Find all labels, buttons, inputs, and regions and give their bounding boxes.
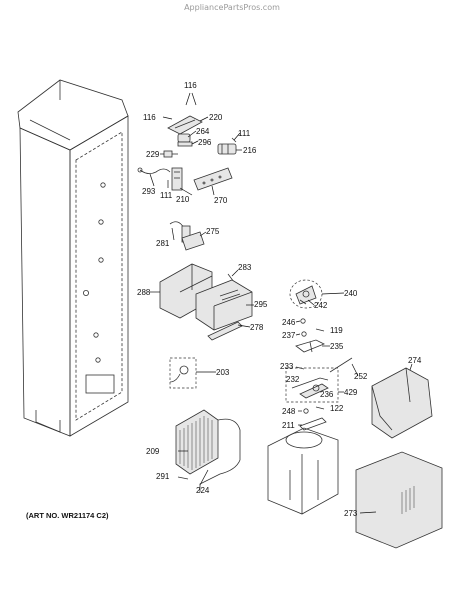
- callout-224[interactable]: 224: [196, 486, 210, 495]
- back-panel-273[interactable]: [355, 451, 443, 549]
- site-watermark: AppliancePartsPros.com: [184, 3, 280, 12]
- callout-232[interactable]: 232: [286, 375, 300, 384]
- fastener-237[interactable]: [301, 331, 307, 337]
- callout-273[interactable]: 273: [344, 509, 358, 518]
- callout-236[interactable]: 236: [320, 390, 334, 399]
- callout-242[interactable]: 242: [314, 301, 328, 310]
- callout-252[interactable]: 252: [354, 372, 368, 381]
- callout-296[interactable]: 296: [198, 138, 212, 147]
- screw-122[interactable]: [315, 406, 325, 410]
- callout-111-mid[interactable]: 111: [160, 191, 173, 200]
- callout-274[interactable]: 274: [408, 356, 422, 365]
- callout-270[interactable]: 270: [214, 196, 228, 205]
- callout-291[interactable]: 291: [156, 472, 170, 481]
- screw-233[interactable]: [295, 366, 305, 370]
- motor-assembly-240[interactable]: [289, 279, 323, 309]
- callout-275[interactable]: 275: [206, 227, 220, 236]
- art-number: (ART NO. WR21174 C2): [26, 511, 109, 520]
- callout-278[interactable]: 278: [250, 323, 264, 332]
- fastener-246[interactable]: [300, 318, 306, 324]
- callout-233[interactable]: 233: [280, 362, 294, 371]
- fan-blade-296[interactable]: [177, 141, 193, 147]
- heater-assembly-429[interactable]: [285, 367, 339, 403]
- callout-264[interactable]: 264: [196, 127, 210, 136]
- evaporator-cover-274[interactable]: [371, 367, 433, 439]
- fill-cup-275[interactable]: [181, 231, 205, 251]
- control-cover-270[interactable]: [193, 167, 233, 191]
- ice-chute-housing[interactable]: [267, 427, 339, 515]
- freezer-liner-cabinet: [17, 79, 129, 437]
- drain-tube-224[interactable]: [199, 418, 241, 492]
- thermistor-229[interactable]: [163, 150, 178, 158]
- callout-116-left[interactable]: 116: [143, 113, 156, 122]
- callout-240[interactable]: 240: [344, 289, 358, 298]
- bracket-235[interactable]: [295, 339, 325, 353]
- callout-237[interactable]: 237: [282, 331, 296, 340]
- callout-246[interactable]: 246: [282, 318, 296, 327]
- callout-248[interactable]: 248: [282, 407, 296, 416]
- callout-220[interactable]: 220: [209, 113, 223, 122]
- fastener-248[interactable]: [303, 408, 309, 414]
- fan-motor-264[interactable]: [177, 133, 191, 143]
- callout-283[interactable]: 283: [238, 263, 252, 272]
- sensor-203[interactable]: [169, 357, 197, 389]
- screw-119[interactable]: [315, 328, 325, 332]
- callout-111-top[interactable]: 111: [238, 129, 251, 138]
- callout-235[interactable]: 235: [330, 342, 344, 351]
- callout-203[interactable]: 203: [216, 368, 230, 377]
- wire-harness-293[interactable]: [137, 167, 171, 174]
- control-board-210[interactable]: [171, 167, 183, 191]
- callout-122[interactable]: 122: [330, 404, 344, 413]
- shelf-support-holes: [83, 182, 106, 363]
- damper-216[interactable]: [217, 143, 237, 155]
- callout-119[interactable]: 119: [330, 326, 343, 335]
- callout-229[interactable]: 229: [146, 150, 160, 159]
- callout-labels: 116 116 220 264 296 111 216 229 293 210 …: [137, 81, 422, 518]
- wire-232[interactable]: [291, 377, 329, 389]
- heater-236[interactable]: [299, 383, 329, 399]
- callout-216[interactable]: 216: [243, 146, 257, 155]
- evaporator-209[interactable]: [175, 409, 219, 475]
- screw-291[interactable]: [177, 476, 189, 480]
- callout-211[interactable]: 211: [282, 421, 295, 430]
- callout-293[interactable]: 293: [142, 187, 156, 196]
- callout-281[interactable]: 281: [156, 239, 170, 248]
- heater-rod-252[interactable]: [329, 357, 353, 373]
- callout-210[interactable]: 210: [176, 195, 190, 204]
- motor-part-242[interactable]: [299, 299, 307, 305]
- callout-288[interactable]: 288: [137, 288, 151, 297]
- callout-116-top[interactable]: 116: [184, 81, 197, 90]
- callout-209[interactable]: 209: [146, 447, 160, 456]
- leader-lines: [149, 92, 413, 514]
- callout-429[interactable]: 429: [344, 388, 358, 397]
- callout-295[interactable]: 295: [254, 300, 268, 309]
- fan-cover-220[interactable]: [167, 115, 203, 135]
- ice-maker-295[interactable]: [195, 279, 253, 331]
